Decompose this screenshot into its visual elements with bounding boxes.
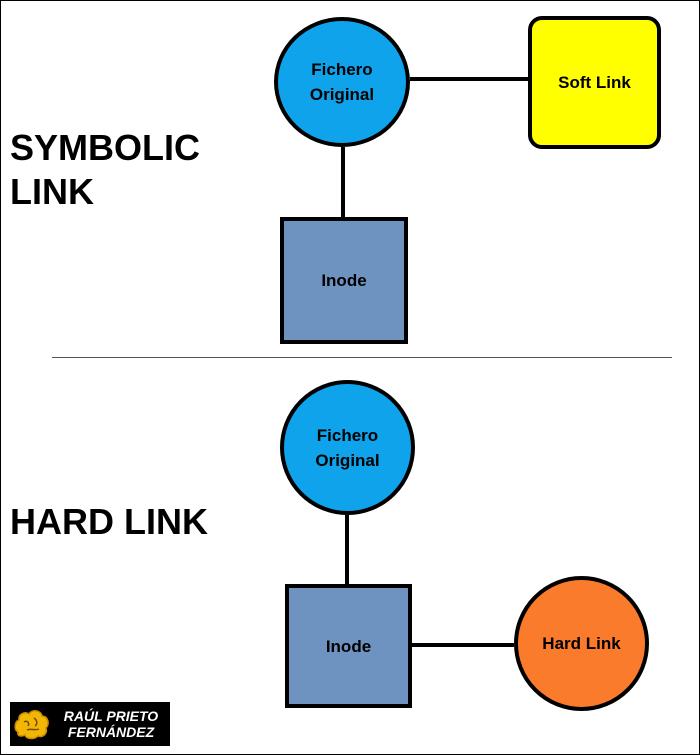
brain-icon	[14, 710, 49, 740]
symbolic-original-label-line1: Fichero	[311, 60, 373, 79]
logo-line2: FERNÁNDEZ	[67, 724, 155, 740]
hard-link-title: HARD LINK	[10, 501, 208, 542]
soft-link-label: Soft Link	[558, 73, 631, 92]
hard-original-file-node: Fichero Original	[280, 380, 415, 515]
soft-link-node: Soft Link	[528, 16, 661, 149]
section-divider	[52, 357, 672, 358]
symbolic-inode-node: Inode	[280, 217, 408, 344]
symbolic-original-label-line2: Original	[309, 85, 375, 104]
symbolic-original-file-node: Fichero Original	[274, 17, 410, 147]
symbolic-inode-label: Inode	[321, 271, 367, 290]
hard-inode-node: Inode	[285, 584, 412, 708]
logo-line1: RAÚL PRIETO	[63, 708, 159, 724]
symbolic-link-title: SYMBOLIC LINK	[10, 126, 250, 214]
symbolic-title-line1: SYMBOLIC	[10, 127, 201, 168]
hard-original-label-line1: Fichero	[316, 425, 379, 445]
hard-inode-label: Inode	[325, 636, 372, 656]
hard-link-label: Hard Link	[542, 634, 621, 653]
hard-link-node: Hard Link	[514, 576, 649, 711]
symbolic-title-line2: LINK	[10, 171, 94, 212]
author-logo: RAÚL PRIETO FERNÁNDEZ	[10, 702, 170, 746]
hard-original-label-line2: Original	[315, 450, 380, 470]
